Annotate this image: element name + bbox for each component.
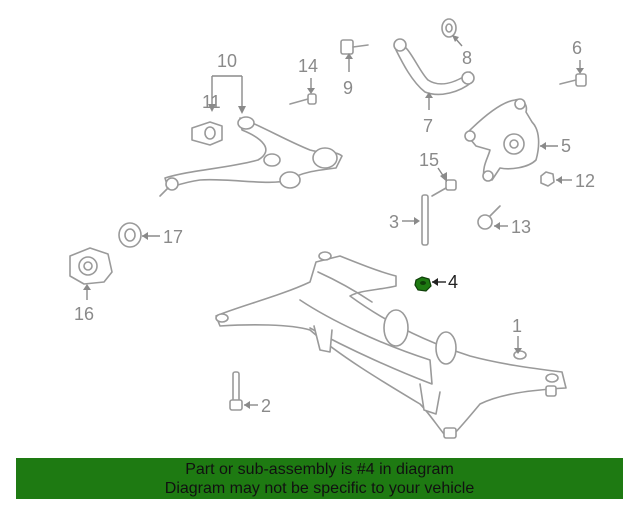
callout-11-label: 11 xyxy=(202,92,221,112)
part-3-bolt xyxy=(421,194,429,246)
part-1-subframe xyxy=(215,251,567,439)
part-13-bolt xyxy=(477,205,501,230)
part-6-bolt xyxy=(559,73,587,87)
callout-6-label: 6 xyxy=(572,38,582,58)
part-5-knuckle xyxy=(464,98,540,182)
callout-10-label: 10 xyxy=(217,51,237,71)
callout-4-label: 4 xyxy=(448,272,458,292)
banner-line-1: Part or sub-assembly is #4 in diagram xyxy=(185,461,454,478)
callout-1: 1 xyxy=(512,316,522,354)
callout-1-label: 1 xyxy=(512,316,522,336)
callout-15-label: 15 xyxy=(419,150,439,170)
part-9-bolt xyxy=(340,39,369,55)
part-10-lower-arm xyxy=(159,116,343,197)
callout-2-label: 2 xyxy=(261,396,271,416)
callout-11: 11 xyxy=(202,92,221,112)
callout-16: 16 xyxy=(74,284,94,324)
callout-12: 12 xyxy=(556,171,595,191)
part-12-nut xyxy=(540,171,555,187)
callout-5: 5 xyxy=(540,136,571,156)
callout-13-label: 13 xyxy=(511,217,531,237)
callout-14: 14 xyxy=(298,56,318,94)
part-8-bushing xyxy=(441,18,457,38)
callout-16-label: 16 xyxy=(74,304,94,324)
callout-8: 8 xyxy=(452,35,472,68)
info-banner: Part or sub-assembly is #4 in diagram Di… xyxy=(16,458,623,499)
callout-5-label: 5 xyxy=(561,136,571,156)
part-17-bushing xyxy=(118,222,142,248)
callout-8-label: 8 xyxy=(462,48,472,68)
callout-15: 15 xyxy=(419,150,447,182)
part-16-mount xyxy=(69,247,113,285)
callout-6: 6 xyxy=(572,38,584,74)
callout-9-label: 9 xyxy=(343,78,353,98)
part-14-bolt xyxy=(289,93,317,105)
part-2-bolt xyxy=(229,371,243,411)
callout-3: 3 xyxy=(389,212,420,232)
parts-diagram: 8 9 7 6 xyxy=(69,18,595,439)
part-11-bushing xyxy=(191,121,223,146)
callout-12-label: 12 xyxy=(575,171,595,191)
callout-7: 7 xyxy=(423,92,433,136)
callout-2: 2 xyxy=(244,396,271,416)
callout-10: 10 xyxy=(208,51,246,114)
callout-4: 4 xyxy=(432,272,458,292)
banner-line-2: Diagram may not be specific to your vehi… xyxy=(164,480,475,497)
callout-17-label: 17 xyxy=(163,227,183,247)
part-4-nut-highlighted xyxy=(414,276,432,292)
callout-7-label: 7 xyxy=(423,116,433,136)
callout-9: 9 xyxy=(343,53,353,98)
part-15-bolt xyxy=(431,179,457,197)
callout-13: 13 xyxy=(494,217,531,237)
callout-3-label: 3 xyxy=(389,212,399,232)
callout-17: 17 xyxy=(142,227,183,247)
part-7-upper-arm xyxy=(393,38,475,96)
callout-14-label: 14 xyxy=(298,56,318,76)
